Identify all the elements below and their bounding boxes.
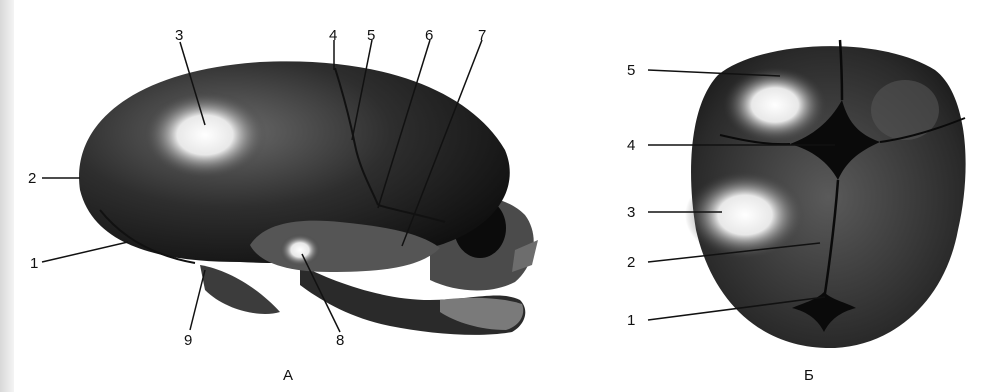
label-b-5: 5: [627, 63, 635, 78]
label-a-6: 6: [425, 28, 433, 43]
skull-lateral-view: [79, 61, 538, 335]
label-a-3: 3: [175, 28, 183, 43]
label-b-2: 2: [627, 255, 635, 270]
caption-b: Б: [804, 368, 814, 383]
label-a-7: 7: [478, 28, 486, 43]
label-a-9: 9: [184, 333, 192, 348]
skull-superior-view: [685, 40, 966, 348]
label-a-1: 1: [30, 256, 38, 271]
label-b-1: 1: [627, 313, 635, 328]
label-b-4: 4: [627, 138, 635, 153]
label-a-8: 8: [336, 333, 344, 348]
label-a-2: 2: [28, 171, 36, 186]
label-a-4: 4: [329, 28, 337, 43]
label-a-5: 5: [367, 28, 375, 43]
label-b-3: 3: [627, 205, 635, 220]
caption-a: А: [283, 368, 293, 383]
